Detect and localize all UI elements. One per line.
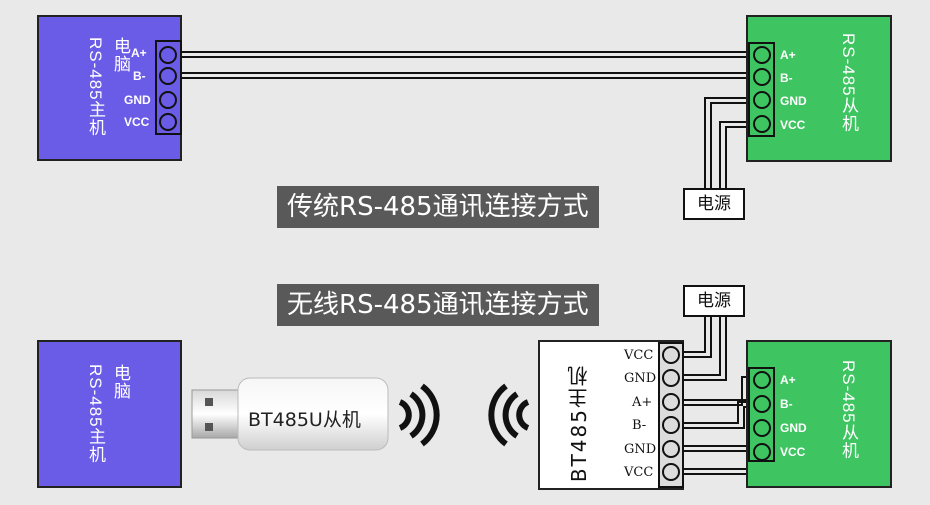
wire-vcc-power: [719, 121, 758, 190]
module-pin-b: B-: [632, 418, 647, 433]
master-pin-gnd: GND: [124, 93, 151, 107]
wireless-slave-pin-gnd: GND: [780, 421, 807, 435]
wireless-master-label: 电脑 RS-485主机: [86, 364, 130, 464]
slave-pin-vcc: VCC: [780, 118, 806, 132]
module-pin-vcc: VCC: [624, 348, 654, 363]
slave-pin-gnd: GND: [780, 94, 807, 108]
wire-power-gnd: [672, 315, 721, 376]
traditional-master-label: 电脑 RS-485主机: [86, 37, 130, 137]
dongle-label: BT485U从机: [248, 409, 361, 431]
module-pin-vcc2: VCC: [624, 465, 654, 480]
slave-pin-a: A+: [780, 48, 796, 62]
module-pin-gnd: GND: [624, 371, 657, 386]
wireless-slave-pin-vcc: VCC: [780, 445, 806, 459]
master-pin-a: A+: [131, 46, 147, 60]
wire-gnd-power: [704, 97, 758, 190]
module-pin-a: A+: [632, 395, 653, 410]
bt485-terminal: [658, 342, 684, 488]
signal-left-arc1: [516, 399, 530, 431]
signal-right-arc1: [398, 399, 412, 431]
traditional-master-box: 电脑 RS-485主机: [37, 15, 182, 161]
traditional-slave-label: RS-485从机: [839, 33, 858, 133]
master-pin-b: B-: [133, 69, 146, 83]
wireless-slave-pin-b: B-: [780, 397, 793, 411]
wireless-slave-label: RS-485从机: [839, 360, 858, 460]
wireless-slave-pin-a: A+: [780, 373, 796, 387]
module-pin-gnd2: GND: [624, 442, 657, 457]
wireless-master-box: 电脑 RS-485主机: [37, 340, 182, 488]
master-pin-vcc: VCC: [124, 115, 150, 129]
wireless-banner: 无线RS-485通讯连接方式: [277, 284, 599, 326]
traditional-power-supply: 电源: [683, 188, 745, 220]
traditional-banner: 传统RS-485通讯连接方式: [277, 186, 599, 228]
slave-pin-b: B-: [780, 71, 793, 85]
wireless-power-supply: 电源: [683, 285, 745, 317]
